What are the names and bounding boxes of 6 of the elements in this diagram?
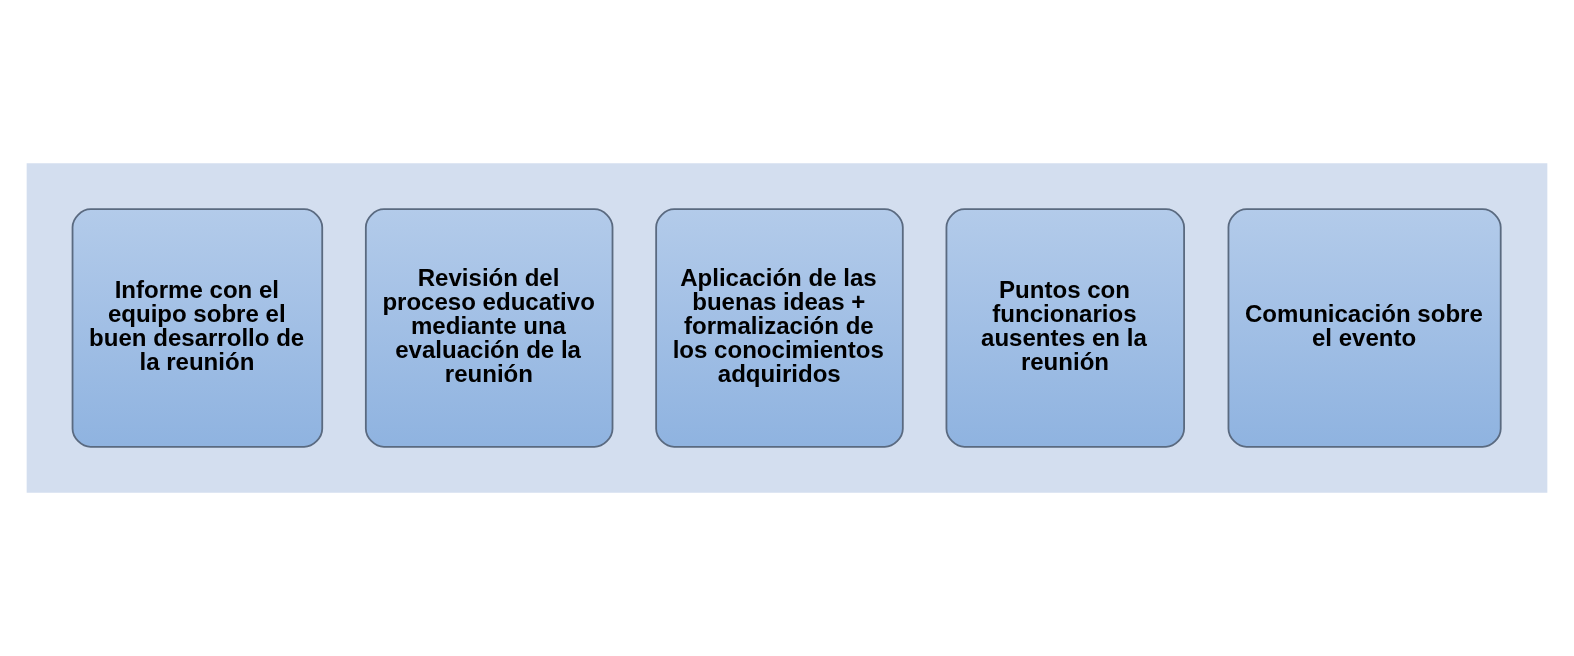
cluster xyxy=(26,163,1548,493)
node-box: Comunicación sobre el evento xyxy=(1227,208,1502,448)
node-box: Puntos con funcionarios ausentes en la reunión xyxy=(945,208,1185,448)
node-box: Aplicación de las buenas ideas + formalización de los conocimientos adquiridos xyxy=(655,208,904,448)
node-box: Revisión del proceso educativo mediante una evaluación de la reunión xyxy=(364,208,614,448)
node-box: Informe con el equipo sobre el buen desarrollo de la reunión xyxy=(71,208,324,448)
